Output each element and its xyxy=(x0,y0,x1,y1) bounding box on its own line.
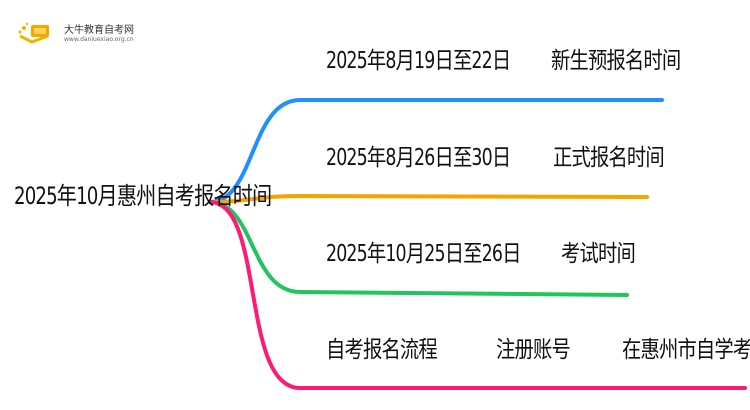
mindmap-root: 2025年10月惠州自考报名时间 xyxy=(14,182,272,210)
book-icon xyxy=(18,22,49,44)
branch-4-item-3: 在惠州市自学考试 xyxy=(622,337,750,363)
branch-line-4 xyxy=(208,200,747,390)
site-logo[interactable]: 大牛教育自考网 www.daniuexiao.org.cn xyxy=(14,14,144,48)
branch-3-date: 2025年10月25日至26日 xyxy=(326,241,521,267)
branch-2-label: 正式报名时间 xyxy=(553,145,665,171)
branch-line-2 xyxy=(208,193,649,204)
branch-line-1 xyxy=(208,98,664,204)
branch-2-date: 2025年8月26日至30日 xyxy=(326,145,511,171)
site-url: www.daniuexiao.org.cn xyxy=(64,36,134,43)
branch-4-item-1: 自考报名流程 xyxy=(326,337,438,363)
site-name: 大牛教育自考网 xyxy=(64,25,134,36)
branch-3-label: 考试时间 xyxy=(561,241,636,267)
branch-1-label: 新生预报名时间 xyxy=(551,48,681,74)
branch-4-item-2: 注册账号 xyxy=(496,337,571,363)
branch-1-date: 2025年8月19日至22日 xyxy=(326,48,511,74)
